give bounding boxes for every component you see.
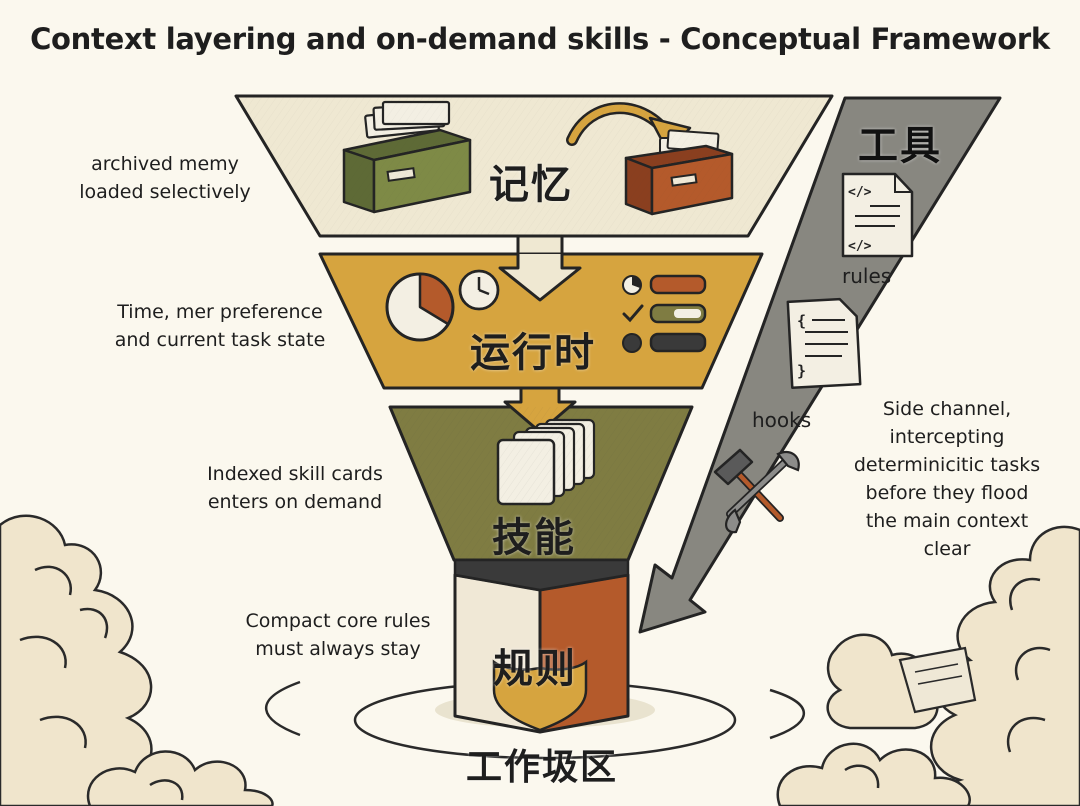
rules-note-line: must always stay	[255, 638, 421, 660]
memory-note: archived memy loaded selectively	[60, 150, 270, 206]
rules-note: Compact core rules must always stay	[228, 607, 448, 663]
checklist-icon	[622, 274, 707, 353]
cloud-icon	[0, 514, 153, 806]
tools-note-line: intercepting	[889, 426, 1005, 448]
cloud-icon	[776, 633, 971, 806]
svg-text:}: }	[797, 362, 806, 380]
shield-icon	[492, 659, 588, 732]
skills-label: 技能	[492, 515, 576, 561]
tools-note-line: before they flood	[865, 482, 1029, 504]
svg-text:</>: </>	[848, 185, 872, 200]
tools-note: Side channel, intercepting determiniciti…	[832, 395, 1062, 563]
svg-text:{: {	[797, 312, 806, 330]
cloud-icon	[929, 525, 1080, 806]
tools-note-line: the main context	[865, 510, 1029, 532]
memory-note-line: loaded selectively	[79, 181, 251, 203]
rules-note-line: Compact core rules	[245, 610, 431, 632]
scroll-icon	[898, 646, 977, 714]
workspace-label: 工作圾区	[466, 747, 619, 788]
code-document-icon: </> </>	[841, 172, 914, 258]
hammer-wrench-icon	[713, 448, 800, 534]
tools-label: 工具	[858, 123, 942, 169]
runtime-label: 运行时	[470, 330, 596, 376]
tools-note-line: clear	[923, 538, 971, 560]
pie-chart-icon	[385, 272, 455, 342]
runtime-note-line: Time, mer preference	[117, 301, 323, 323]
runtime-note: Time, mer preference and current task st…	[100, 298, 340, 354]
svg-text:</>: </>	[848, 239, 872, 254]
tools-note-line: determinicitic tasks	[853, 454, 1041, 476]
page-title: Context layering and on-demand skills - …	[30, 22, 1050, 56]
tools-note-line: Side channel,	[882, 398, 1012, 420]
memory-note-line: archived memy	[91, 153, 239, 175]
skills-note: Indexed skill cards enters on demand	[185, 460, 405, 516]
bracket-document-icon: { }	[786, 297, 862, 389]
memory-label: 记忆	[489, 162, 573, 208]
tools-item-rules: rules	[842, 264, 892, 288]
tools-item-hooks: hooks	[752, 408, 812, 432]
skills-note-line: Indexed skill cards	[207, 463, 383, 485]
rules-label: 规则	[493, 646, 577, 692]
clock-icon	[458, 269, 500, 311]
cloud-icon	[86, 750, 274, 806]
runtime-note-line: and current task state	[114, 329, 326, 351]
skills-note-line: enters on demand	[207, 491, 383, 513]
